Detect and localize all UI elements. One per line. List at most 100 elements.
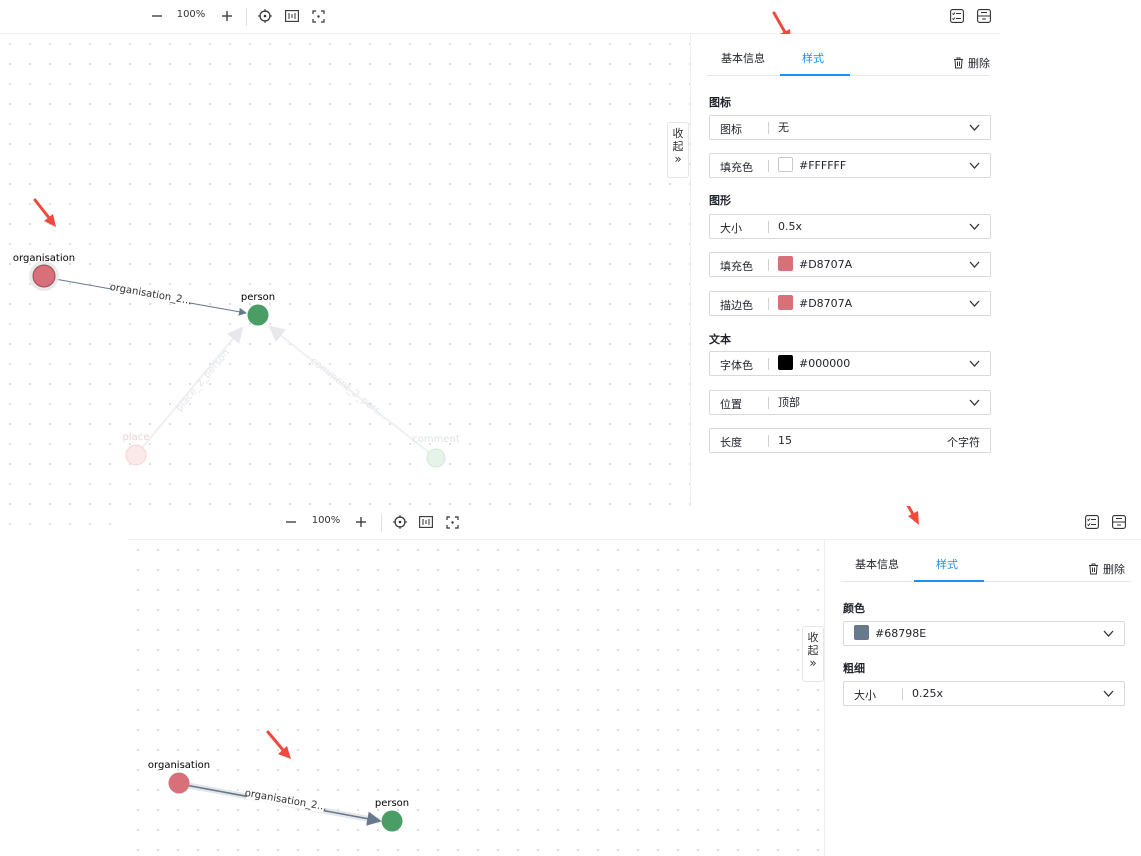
zoom-out-button[interactable] <box>280 511 302 533</box>
toolbar-divider <box>246 8 247 26</box>
tab-basic-info[interactable]: 基本信息 <box>721 52 765 65</box>
chevron-down-icon <box>969 162 980 169</box>
size-label: 大小 <box>720 222 742 235</box>
chevron-down-icon <box>969 223 980 230</box>
node-person[interactable] <box>381 810 403 832</box>
section-text: 文本 <box>709 333 731 346</box>
font-color-picker[interactable]: 字体色 #000000 <box>709 351 991 376</box>
style-panel: 基本信息 样式 删除 颜色 #68798E 粗细 大小 0.25x <box>824 540 1141 856</box>
collapse-panel-button[interactable]: 收起 » <box>667 122 689 178</box>
crosshair-icon <box>258 9 272 23</box>
checklist-button[interactable] <box>1081 511 1103 533</box>
color-swatch <box>778 256 793 271</box>
edge-place-person[interactable] <box>135 326 244 456</box>
icon-fill-label: 填充色 <box>720 161 753 174</box>
color-swatch <box>778 157 793 172</box>
trash-icon <box>954 57 963 69</box>
save-button[interactable] <box>1108 511 1130 533</box>
collapse-label: 收起 <box>672 127 684 153</box>
checklist-icon <box>1085 515 1099 529</box>
section-icon: 图标 <box>709 96 731 109</box>
center-button[interactable] <box>254 5 276 27</box>
node-comment[interactable] <box>426 448 446 468</box>
chevron-down-icon <box>969 261 980 268</box>
panel-tabs: 基本信息 样式 <box>841 550 1131 582</box>
double-chevron-right-icon: » <box>809 656 817 670</box>
section-thickness: 粗细 <box>843 662 865 675</box>
fit-view-button[interactable] <box>281 5 303 27</box>
icon-select-value: 无 <box>778 121 789 134</box>
label-position-select[interactable]: 位置 顶部 <box>709 390 991 415</box>
center-button[interactable] <box>389 511 411 533</box>
length-value: 15 <box>778 434 792 447</box>
section-shape: 图形 <box>709 194 731 207</box>
node-label-organisation: organisation <box>13 253 75 264</box>
plus-icon <box>356 517 366 527</box>
edge-size-value: 0.25x <box>912 687 944 700</box>
annotation-arrow-node <box>33 198 56 227</box>
fit-view-button[interactable] <box>415 511 437 533</box>
length-suffix: 个字符 <box>947 436 980 449</box>
color-swatch <box>778 295 793 310</box>
zoom-in-button[interactable] <box>350 511 372 533</box>
graph-canvas[interactable]: organisation_2... organisation person <box>128 506 824 856</box>
color-swatch <box>778 355 793 370</box>
chevron-down-icon <box>969 360 980 367</box>
node-label-organisation: organisation <box>148 760 210 771</box>
annotation-arrow-tab <box>906 506 919 525</box>
checklist-icon <box>950 9 964 23</box>
canvas-toolbar: 100% <box>0 0 1000 43</box>
tab-active-indicator <box>914 580 984 582</box>
delete-label: 删除 <box>968 57 990 70</box>
screenshot-edge-style: organisation_2... organisation person 10… <box>128 506 1141 856</box>
minus-icon <box>152 15 162 17</box>
save-button[interactable] <box>973 5 995 27</box>
stroke-value: #D8707A <box>799 297 853 310</box>
length-label: 长度 <box>720 436 742 449</box>
focus-icon <box>445 515 459 529</box>
trash-icon <box>1089 563 1098 575</box>
tab-basic-info[interactable]: 基本信息 <box>855 558 899 571</box>
zoom-in-button[interactable] <box>216 5 238 27</box>
crosshair-icon <box>393 515 407 529</box>
tab-style[interactable]: 样式 <box>802 52 824 65</box>
fullscreen-button[interactable] <box>441 511 463 533</box>
node-person[interactable] <box>247 304 269 326</box>
size-select[interactable]: 大小 0.5x <box>709 214 991 239</box>
fill-color-picker[interactable]: 填充色 #D8707A <box>709 252 991 277</box>
delete-button[interactable]: 删除 <box>1088 561 1125 577</box>
checklist-button[interactable] <box>946 5 968 27</box>
icon-select[interactable]: 图标 无 <box>709 115 991 140</box>
chevron-down-icon <box>1103 690 1114 697</box>
zoom-out-button[interactable] <box>146 5 168 27</box>
node-organisation[interactable] <box>32 264 56 288</box>
edge-size-select[interactable]: 大小 0.25x <box>843 681 1125 706</box>
node-organisation[interactable] <box>168 772 190 794</box>
fill-value: #D8707A <box>799 258 853 271</box>
icon-fill-color-picker[interactable]: 填充色 #FFFFFF <box>709 153 991 178</box>
tab-style[interactable]: 样式 <box>936 558 958 571</box>
zoom-level: 100% <box>176 9 206 20</box>
icon-select-label: 图标 <box>720 123 742 136</box>
collapse-panel-button[interactable]: 收起 » <box>802 626 824 682</box>
icon-fill-value: #FFFFFF <box>799 159 847 172</box>
double-chevron-right-icon: » <box>674 152 682 166</box>
plus-icon <box>222 11 232 21</box>
edge-label-comment-person: comment_2_pers... <box>308 356 390 423</box>
font-color-value: #000000 <box>799 357 851 370</box>
delete-button[interactable]: 删除 <box>953 55 990 71</box>
node-place[interactable] <box>125 444 147 466</box>
stroke-color-picker[interactable]: 描边色 #D8707A <box>709 291 991 316</box>
graph-canvas[interactable]: place_2_person comment_2_pers... organis… <box>0 0 690 532</box>
fullscreen-button[interactable] <box>307 5 329 27</box>
chevron-down-icon <box>1103 630 1114 637</box>
node-label-comment: comment <box>412 434 460 445</box>
edge-color-value: #68798E <box>875 627 927 640</box>
zoom-level: 100% <box>311 515 341 526</box>
inbox-icon <box>977 9 991 23</box>
edge-color-picker[interactable]: #68798E <box>843 621 1125 646</box>
edge-comment-person[interactable] <box>268 325 437 459</box>
label-length-input[interactable]: 长度 15 个字符 <box>709 428 991 453</box>
stroke-label: 描边色 <box>720 299 753 312</box>
font-color-label: 字体色 <box>720 359 753 372</box>
